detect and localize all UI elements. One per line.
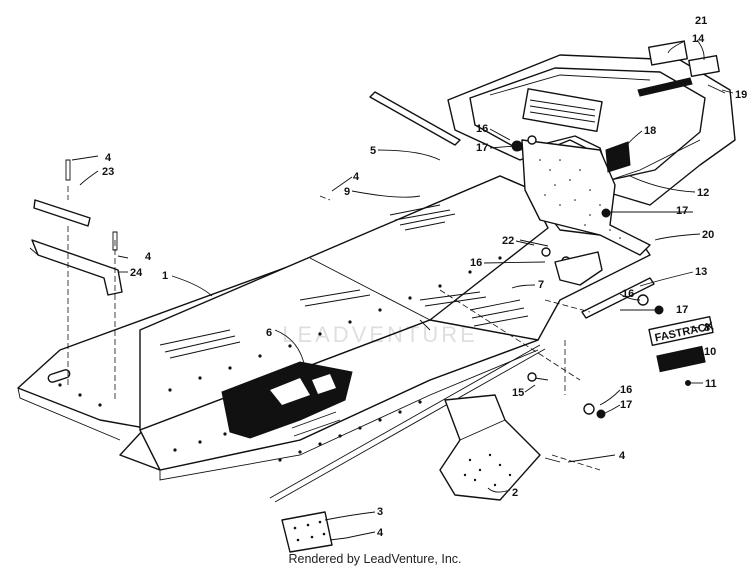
trim-strip (369, 91, 461, 146)
callout-18: 18 (644, 125, 656, 137)
callout-11: 11 (705, 378, 717, 390)
callout-17-bumper: 17 (676, 205, 688, 217)
callout-16-lower: 16 (620, 384, 632, 396)
callout-17-right: 17 (676, 304, 688, 316)
callout-1: 1 (162, 270, 168, 282)
tunnel-assembly (17, 175, 651, 503)
hardware: FASTRACK (319, 84, 726, 541)
callout-23: 23 (102, 166, 114, 178)
reflector (605, 141, 631, 173)
callout-10: 10 (704, 346, 716, 358)
callout-7: 7 (538, 279, 544, 291)
callout-4-right: 4 (619, 450, 626, 462)
callout-4-plate: 4 (377, 527, 384, 539)
decal-14 (688, 54, 720, 78)
callout-22: 22 (502, 235, 514, 247)
fastrack-decal (648, 316, 714, 346)
callout-16-mid: 16 (470, 257, 482, 269)
left-brackets (29, 159, 123, 400)
callout-21: 21 (695, 15, 707, 27)
rear-bracket (439, 394, 541, 501)
callout-20: 20 (702, 229, 714, 241)
callout-16-right: 16 (622, 288, 634, 300)
footer-credit: Rendered by LeadVenture, Inc. (288, 552, 462, 566)
callout-6: 6 (266, 327, 272, 339)
callout-19: 19 (735, 89, 747, 101)
callout-16-top: 16 (476, 123, 488, 135)
callout-4-left-top: 4 (105, 152, 112, 164)
callout-14: 14 (692, 33, 705, 45)
callout-4-center: 4 (353, 171, 360, 183)
callout-2: 2 (512, 487, 518, 499)
callout-17-top: 17 (476, 142, 488, 154)
rear-bumper (447, 40, 736, 256)
callout-12: 12 (697, 187, 709, 199)
mounting-plate (281, 511, 333, 553)
callouts: 1 2 3 4 5 6 7 8 9 10 11 12 13 14 15 16 1… (102, 15, 747, 539)
callout-24: 24 (130, 267, 143, 279)
callout-13: 13 (695, 266, 707, 278)
callout-8: 8 (704, 322, 710, 334)
callout-17-lower: 17 (620, 399, 632, 411)
callout-5: 5 (370, 145, 376, 157)
callout-9: 9 (344, 186, 350, 198)
callout-15: 15 (512, 387, 524, 399)
leader-lines (71, 39, 734, 539)
light-lens (656, 345, 706, 373)
callout-3: 3 (377, 506, 383, 518)
callout-4-left-mid: 4 (145, 251, 152, 263)
